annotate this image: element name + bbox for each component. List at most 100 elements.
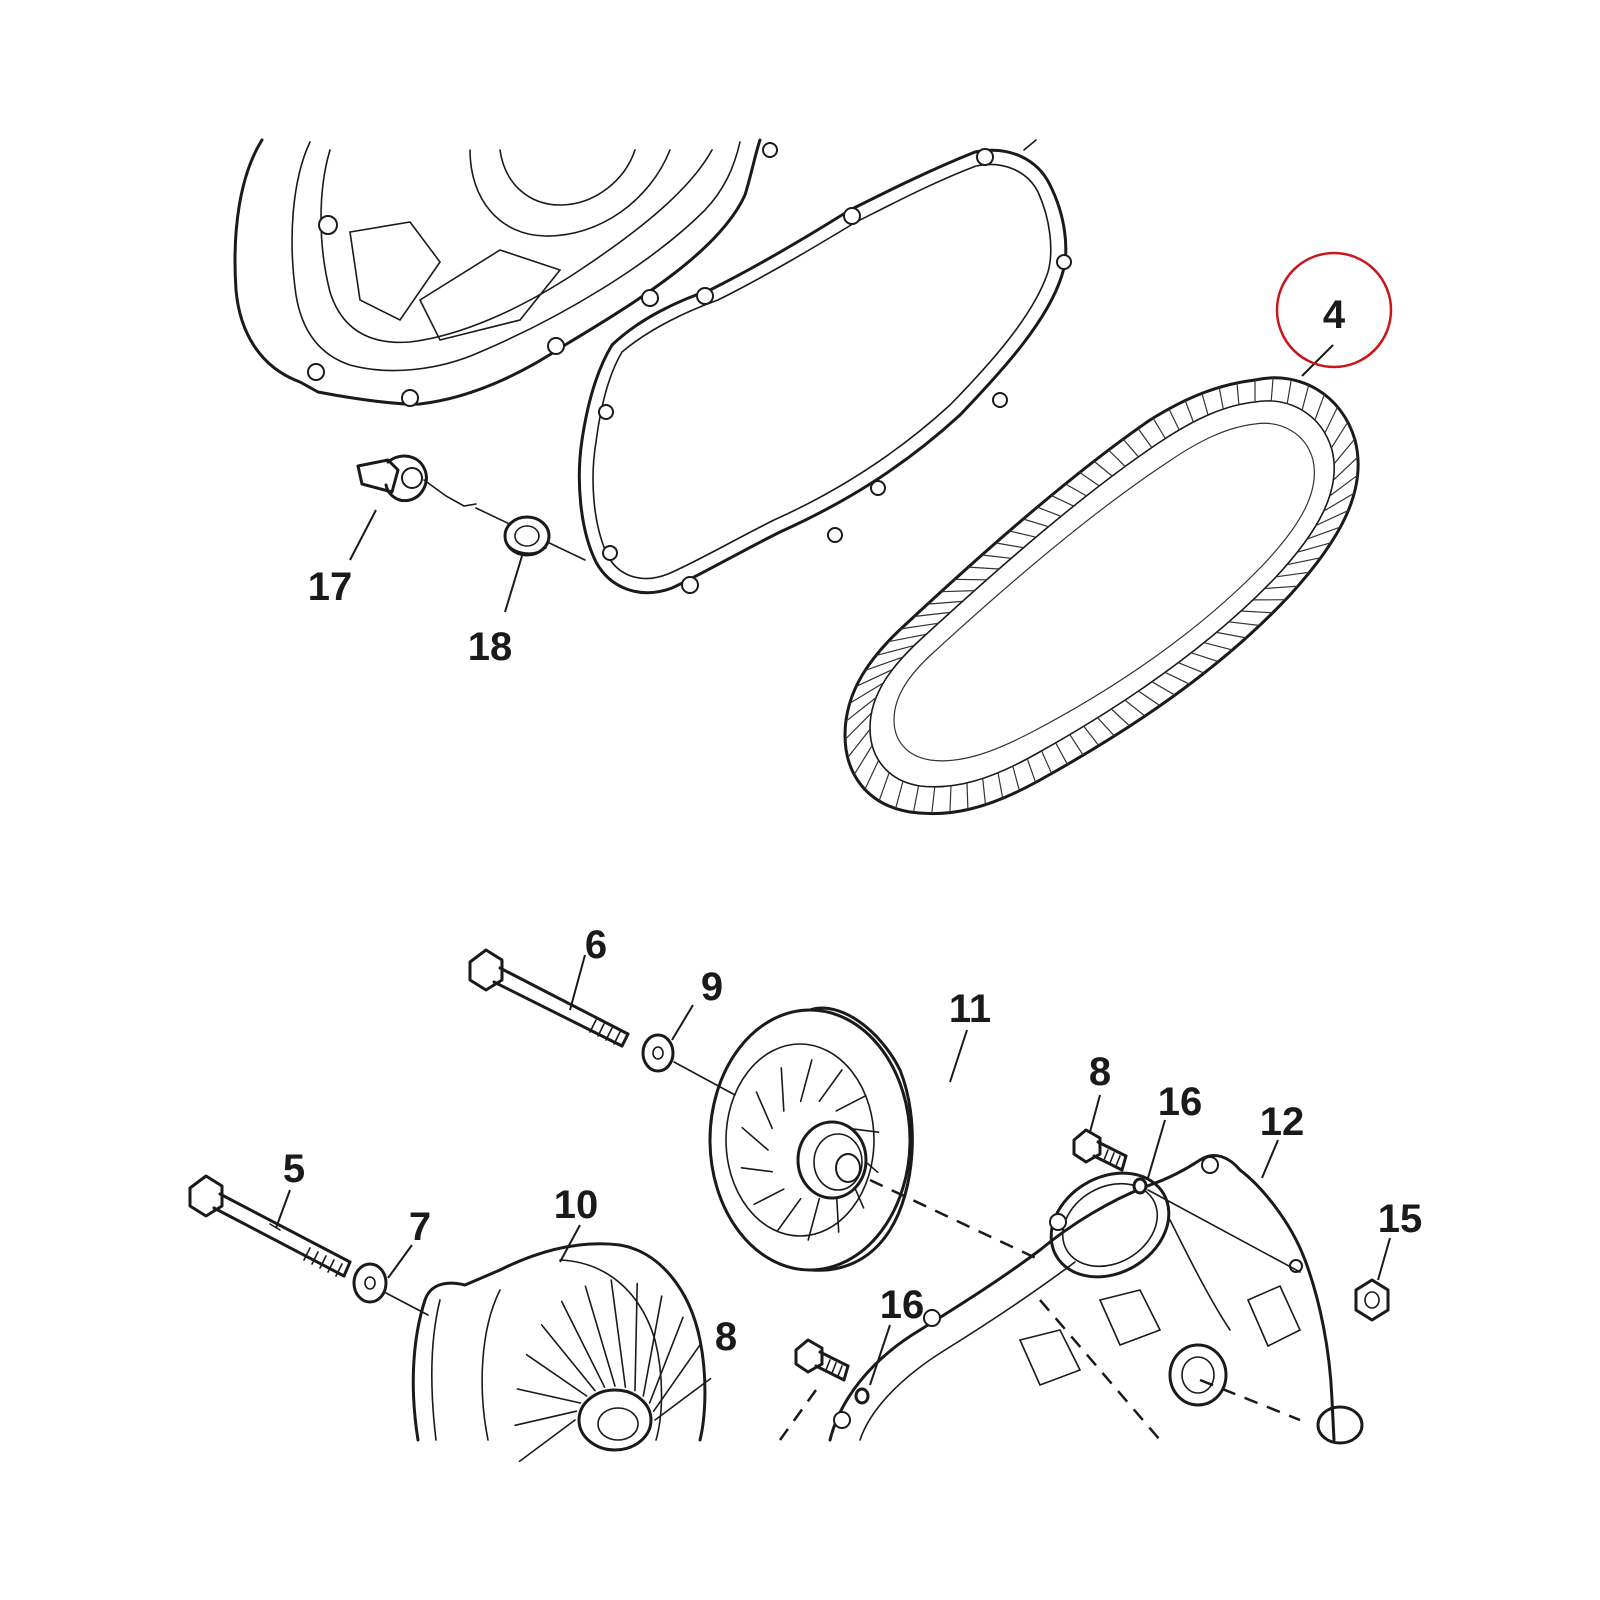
drive-fin bbox=[648, 1316, 684, 1404]
belt-tooth bbox=[997, 772, 1004, 799]
callout-11: 11 bbox=[949, 987, 991, 1031]
belt-tooth bbox=[1041, 750, 1053, 774]
belt-tooth bbox=[1228, 621, 1260, 627]
drive-fin bbox=[584, 1285, 616, 1387]
belt-tooth bbox=[855, 668, 893, 687]
belt-tooth bbox=[1178, 662, 1205, 674]
belt-tooth bbox=[966, 782, 969, 810]
belt-tooth bbox=[1330, 421, 1349, 449]
bolt-short-lower bbox=[794, 1338, 850, 1382]
drive-fin bbox=[642, 1295, 663, 1397]
callout-15: 15 bbox=[1378, 1197, 1423, 1241]
washer-upper bbox=[641, 1033, 736, 1096]
belt-tooth bbox=[912, 785, 920, 813]
bolt-short-upper bbox=[1072, 1128, 1128, 1172]
belt-tooth bbox=[1314, 394, 1325, 421]
callout-labels: 4 17 18 6 9 11 8 16 12 15 5 7 10 16 8 bbox=[283, 293, 1422, 1359]
belt-tooth bbox=[1026, 758, 1037, 783]
belt-tooth bbox=[1055, 742, 1068, 765]
belt-tooth bbox=[1065, 483, 1087, 497]
drive-fin bbox=[540, 1324, 596, 1392]
callout-9: 9 bbox=[701, 965, 723, 1009]
pulley-spoke bbox=[753, 1188, 785, 1206]
belt-tooth bbox=[1012, 765, 1020, 791]
bolt-long-upper bbox=[468, 948, 630, 1048]
drive-pulley bbox=[411, 1242, 712, 1463]
belt-tooth bbox=[1023, 518, 1049, 528]
pulley-spoke bbox=[780, 1067, 785, 1112]
belt-tooth bbox=[887, 633, 927, 643]
nut bbox=[1354, 1278, 1390, 1322]
pulley-spoke bbox=[835, 1094, 867, 1112]
callout-8-upper: 8 bbox=[1089, 1050, 1111, 1094]
belt-tooth bbox=[1009, 530, 1037, 538]
drive-fin bbox=[560, 1300, 606, 1388]
belt-tooth bbox=[1152, 417, 1166, 439]
belt-tooth bbox=[1333, 438, 1356, 465]
belt-tooth bbox=[1164, 671, 1190, 685]
cover-gasket bbox=[577, 139, 1072, 595]
belt-tooth bbox=[982, 778, 987, 805]
belt-tooth bbox=[995, 542, 1024, 549]
belt-tooth bbox=[1306, 526, 1341, 540]
callout-8-lower: 8 bbox=[715, 1315, 737, 1359]
callout-17: 17 bbox=[308, 565, 353, 609]
belt-tooth bbox=[1079, 471, 1100, 487]
belt-tooth bbox=[1138, 690, 1161, 707]
belt-tooth bbox=[1137, 428, 1153, 448]
drive-fin bbox=[634, 1282, 639, 1392]
callout-16-lower: 16 bbox=[880, 1283, 925, 1327]
drive-fin bbox=[610, 1279, 627, 1388]
driven-pulley bbox=[708, 1006, 1041, 1272]
leader-lines bbox=[275, 344, 1391, 1386]
pulley-spoke bbox=[807, 1197, 821, 1241]
inner-cover bbox=[828, 1154, 1364, 1445]
oil-seal bbox=[503, 515, 551, 557]
pulley-spoke bbox=[741, 1126, 769, 1151]
callout-16-upper: 16 bbox=[1158, 1080, 1203, 1124]
belt-tooth bbox=[844, 712, 872, 740]
drive-fin bbox=[514, 1410, 578, 1427]
belt-tooth bbox=[1276, 571, 1310, 578]
pulley-spoke bbox=[799, 1059, 813, 1103]
belt-tooth bbox=[1332, 456, 1359, 481]
belt-tooth bbox=[1151, 681, 1176, 696]
belt-tooth bbox=[1329, 474, 1358, 497]
belt-tooth bbox=[847, 728, 871, 758]
belt-tooth bbox=[1216, 631, 1247, 639]
drive-pulley-fins bbox=[514, 1279, 712, 1463]
belt-tooth bbox=[941, 590, 975, 593]
belt-tooth bbox=[845, 697, 877, 722]
callout-10: 10 bbox=[554, 1183, 599, 1227]
belt-tooth bbox=[1286, 557, 1321, 566]
belt-tooth bbox=[1203, 642, 1233, 651]
drive-fin bbox=[516, 1388, 582, 1404]
lock-washer-lower bbox=[778, 1387, 870, 1441]
belt-tooth bbox=[1270, 377, 1274, 402]
callout-4: 4 bbox=[1323, 293, 1346, 337]
belt-tooth bbox=[1264, 585, 1298, 590]
drive-fin bbox=[652, 1344, 701, 1412]
belt-tooth bbox=[1036, 506, 1062, 517]
belt-tooth bbox=[981, 554, 1012, 559]
pulley-spoke bbox=[818, 1069, 843, 1103]
belt-tooth bbox=[1218, 387, 1224, 410]
callout-7: 7 bbox=[409, 1205, 431, 1249]
belt-tooth bbox=[914, 611, 951, 618]
bolt-long-lower bbox=[188, 1174, 352, 1278]
belt-tooth bbox=[1236, 382, 1240, 405]
belt-tooth bbox=[1241, 610, 1273, 614]
belt-tooth bbox=[1301, 384, 1310, 411]
belt-tooth bbox=[1108, 449, 1126, 467]
belt-tooth bbox=[1184, 400, 1194, 423]
drive-belt bbox=[843, 376, 1360, 816]
drive-fin bbox=[518, 1419, 576, 1463]
callout-5: 5 bbox=[283, 1147, 305, 1191]
belt-tooth bbox=[849, 682, 884, 704]
belt-tooth bbox=[1093, 460, 1113, 477]
belt-tooth bbox=[1168, 408, 1180, 431]
belt-tooth bbox=[1122, 438, 1139, 458]
belt-tooth bbox=[1083, 725, 1100, 747]
belt-tooth bbox=[1069, 734, 1084, 756]
